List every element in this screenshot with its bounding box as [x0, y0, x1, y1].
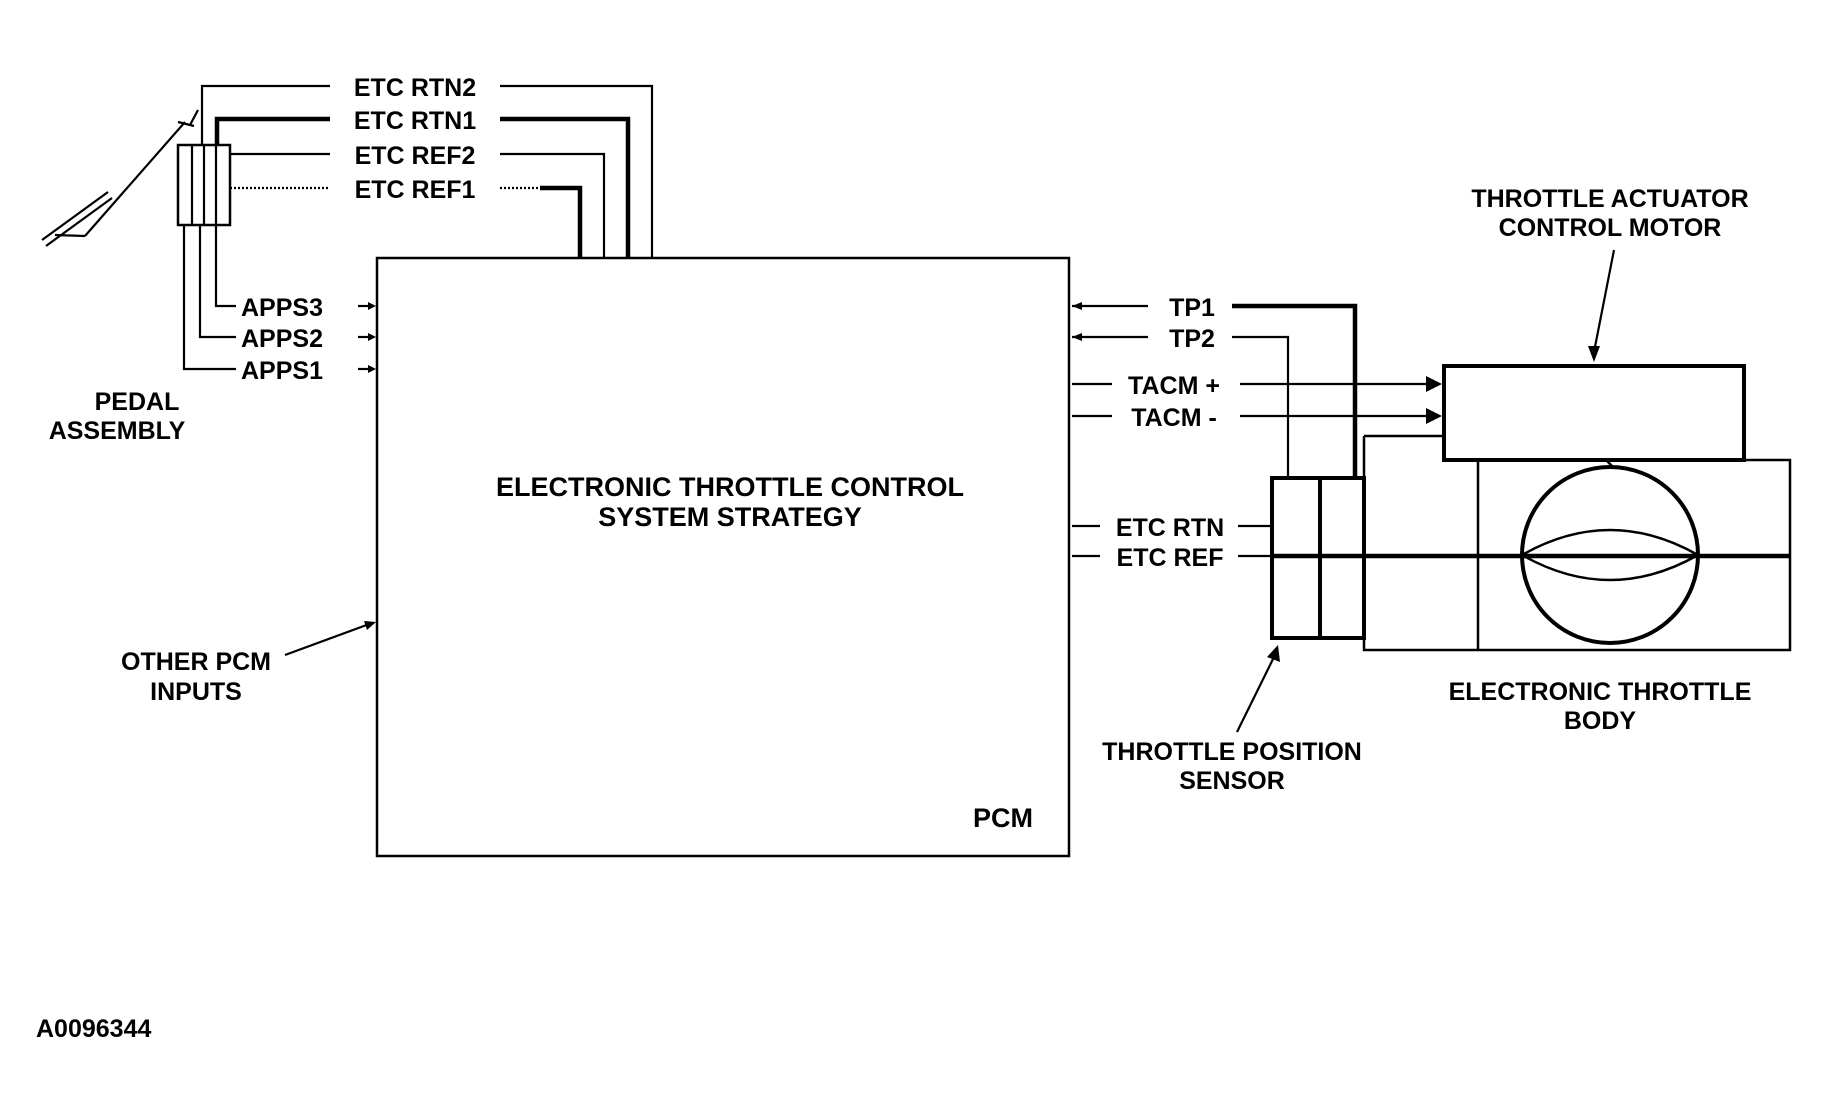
- body-label-line2: BODY: [1564, 707, 1637, 735]
- other-inputs-line2: INPUTS: [150, 678, 242, 706]
- wire-label-etc-rtn2: ETC RTN2: [354, 74, 476, 102]
- other-pcm-inputs: OTHER PCM INPUTS: [121, 621, 376, 706]
- signal-label-apps2: APPS2: [241, 325, 323, 353]
- pcm-module: ELECTRONIC THROTTLE CONTROL SYSTEM STRAT…: [375, 256, 1071, 858]
- signal-label-tp1: TP1: [1169, 294, 1215, 322]
- pcm-box: [375, 256, 1071, 858]
- pcm-strategy-line1: ELECTRONIC THROTTLE CONTROL: [496, 472, 964, 502]
- wire-apps3: [214, 225, 236, 308]
- signal-label-etc-rtn: ETC RTN: [1116, 514, 1224, 542]
- motor-callout: THROTTLE ACTUATOR CONTROL MOTOR: [1471, 185, 1749, 362]
- wire-label-etc-rtn1: ETC RTN1: [354, 107, 476, 135]
- signal-label-apps3: APPS3: [241, 294, 323, 322]
- apps-signal-wires: APPS3 APPS2 APPS1: [182, 225, 376, 385]
- wire-label-etc-ref1: ETC REF1: [355, 176, 476, 204]
- motor-label-line2: CONTROL MOTOR: [1499, 214, 1722, 242]
- wire-tp2: [1232, 335, 1290, 478]
- pedal-label-line1: PEDAL: [95, 388, 180, 416]
- wire-apps1: [182, 225, 236, 371]
- wire-etc-rtn2: [200, 84, 330, 145]
- pedal-label-line2: ASSEMBLY: [49, 417, 186, 445]
- body-callout: ELECTRONIC THROTTLE BODY: [1449, 678, 1752, 735]
- wire-label-etc-ref2: ETC REF2: [355, 142, 476, 170]
- pcm-strategy-line2: SYSTEM STRATEGY: [598, 502, 862, 532]
- pedal-assembly: PEDAL ASSEMBLY: [41, 109, 232, 445]
- wire-apps2: [198, 225, 236, 339]
- pedal-top-wires: ETC RTN2 ETC RTN1 ETC REF2 ETC REF1: [200, 74, 654, 258]
- signal-label-tp2: TP2: [1169, 325, 1215, 353]
- throttle-signal-wires: TP1 TP2 TACM + TACM - ETC RTN ETC REF: [1072, 294, 1442, 572]
- throttle-actuator-motor-box: [1442, 364, 1746, 462]
- signal-label-apps1: APPS1: [241, 357, 323, 385]
- other-inputs-line1: OTHER PCM: [121, 648, 271, 676]
- body-label-line1: ELECTRONIC THROTTLE: [1449, 678, 1752, 706]
- sensor-callout: THROTTLE POSITION SENSOR: [1102, 645, 1362, 795]
- sensor-label-line1: THROTTLE POSITION: [1102, 738, 1362, 766]
- signal-label-tacm-minus: TACM -: [1131, 404, 1217, 432]
- figure-id: A0096344: [36, 1015, 151, 1043]
- electronic-throttle-body: [1270, 364, 1792, 652]
- signal-label-tacm-plus: TACM +: [1128, 372, 1220, 400]
- pcm-name-label: PCM: [973, 803, 1033, 833]
- sensor-label-line2: SENSOR: [1179, 767, 1285, 795]
- wire-tp1: [1232, 303, 1358, 478]
- motor-label-line1: THROTTLE ACTUATOR: [1471, 185, 1748, 213]
- wire-etc-rtn1: [214, 116, 330, 145]
- signal-label-etc-ref: ETC REF: [1117, 544, 1224, 572]
